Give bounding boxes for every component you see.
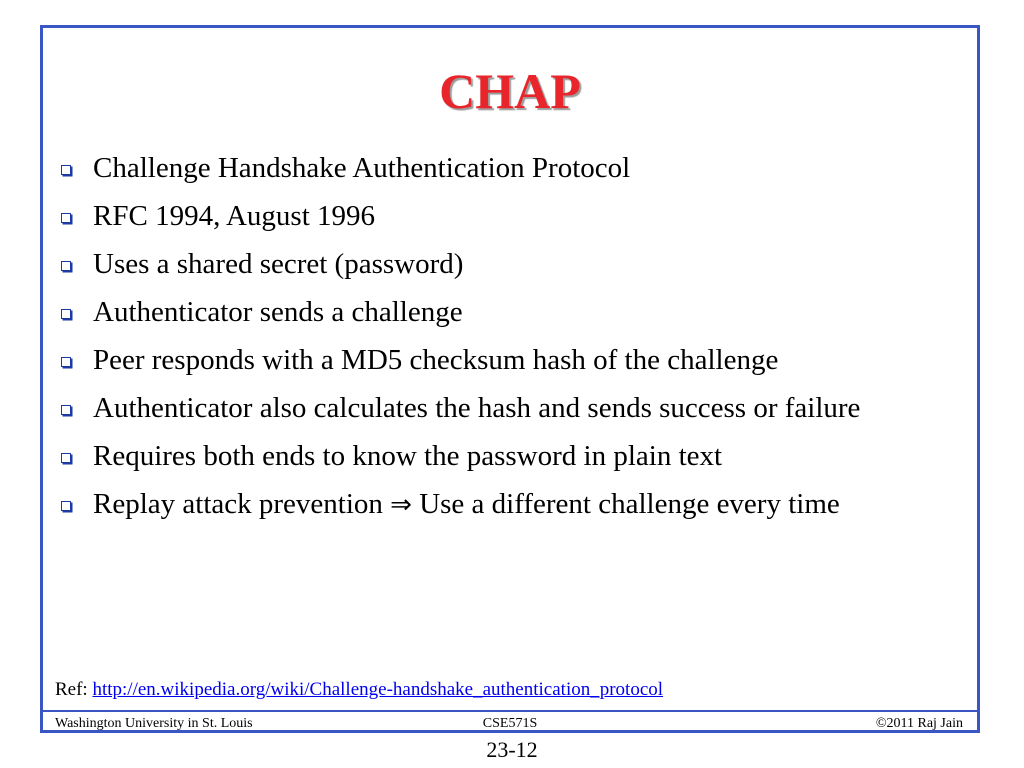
bullet-item: Requires both ends to know the password … [57, 436, 957, 476]
bullet-text: Authenticator also calculates the hash a… [93, 392, 861, 424]
bullet-text: Uses a shared secret (password) [93, 248, 464, 280]
slide-frame: CHAP Challenge Handshake Authentication … [40, 25, 980, 733]
bullet-text: Challenge Handshake Authentication Proto… [93, 152, 631, 184]
footer-institution: Washington University in St. Louis [55, 716, 253, 731]
bullet-list: Challenge Handshake Authentication Proto… [57, 148, 957, 533]
ref-label: Ref: [55, 679, 88, 700]
ref-link[interactable]: http://en.wikipedia.org/wiki/Challenge-h… [92, 679, 664, 700]
bullet-item: Uses a shared secret (password) [57, 244, 957, 284]
square-bullet-icon [61, 501, 71, 511]
square-bullet-icon [61, 405, 71, 415]
reference: Ref: http://en.wikipedia.org/wiki/Challe… [55, 678, 663, 702]
square-bullet-icon [61, 357, 71, 367]
bullet-text: RFC 1994, August 1996 [93, 200, 375, 232]
bullet-text-before: Replay attack prevention [93, 488, 383, 520]
bullet-item: Authenticator also calculates the hash a… [57, 388, 957, 428]
bullet-item: RFC 1994, August 1996 [57, 196, 957, 236]
bullet-item: Authenticator sends a challenge [57, 292, 957, 332]
page-number: 23-12 [486, 737, 538, 762]
implies-arrow-icon: ⇒ [390, 490, 412, 520]
slide-footer: Washington University in St. Louis CSE57… [43, 710, 977, 732]
bullet-item: Replay attack prevention ⇒ Use a differe… [57, 484, 957, 525]
square-bullet-icon [61, 453, 71, 463]
square-bullet-icon [61, 165, 71, 175]
slide-title: CHAP [439, 63, 581, 119]
square-bullet-icon [61, 261, 71, 271]
square-bullet-icon [61, 213, 71, 223]
bullet-item: Challenge Handshake Authentication Proto… [57, 148, 957, 188]
bullet-item: Peer responds with a MD5 checksum hash o… [57, 340, 957, 380]
bullet-text: Peer responds with a MD5 checksum hash o… [93, 344, 779, 376]
bullet-text: Requires both ends to know the password … [93, 440, 723, 472]
bullet-text-after: Use a different challenge every time [419, 488, 840, 520]
footer-course: CSE571S [482, 716, 538, 731]
bullet-text: Authenticator sends a challenge [93, 296, 463, 328]
footer-copyright: ©2011 Raj Jain [875, 716, 963, 731]
square-bullet-icon [61, 309, 71, 319]
